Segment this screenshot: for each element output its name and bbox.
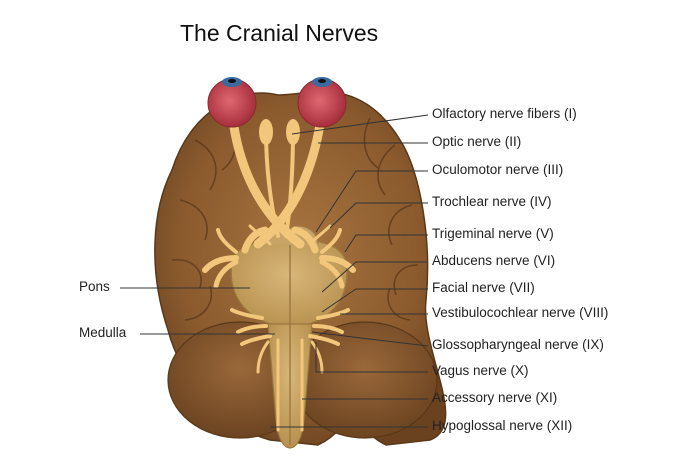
eye-left xyxy=(207,77,257,128)
cerebellum-right xyxy=(292,321,438,439)
olfactory-bulb-right xyxy=(286,119,300,145)
diagram-title: The Cranial Nerves xyxy=(180,20,379,46)
label-olfactory: Olfactory nerve fibers (I) xyxy=(432,106,577,121)
label-glossopharyngeal: Glossopharyngeal nerve (IX) xyxy=(432,337,604,352)
label-trigeminal: Trigeminal nerve (V) xyxy=(432,226,554,241)
label-hypoglossal: Hypoglossal nerve (XII) xyxy=(432,418,573,433)
label-trochlear: Trochlear nerve (IV) xyxy=(432,194,552,209)
label-medulla: Medulla xyxy=(79,325,127,340)
label-oculomotor: Oculomotor nerve (III) xyxy=(432,162,564,177)
label-optic: Optic nerve (II) xyxy=(432,134,522,149)
label-pons: Pons xyxy=(79,279,110,294)
label-facial: Facial nerve (VII) xyxy=(432,280,535,295)
label-accessory: Accessory nerve (XI) xyxy=(432,390,558,405)
eye-right xyxy=(297,77,347,128)
label-vagus: Vagus nerve (X) xyxy=(432,363,529,378)
label-abducens: Abducens nerve (VI) xyxy=(432,253,556,268)
olfactory-bulb-left xyxy=(259,119,273,145)
leader-lines xyxy=(120,114,429,428)
label-vestibulocochlear: Vestibulocochlear nerve (VIII) xyxy=(432,305,609,320)
